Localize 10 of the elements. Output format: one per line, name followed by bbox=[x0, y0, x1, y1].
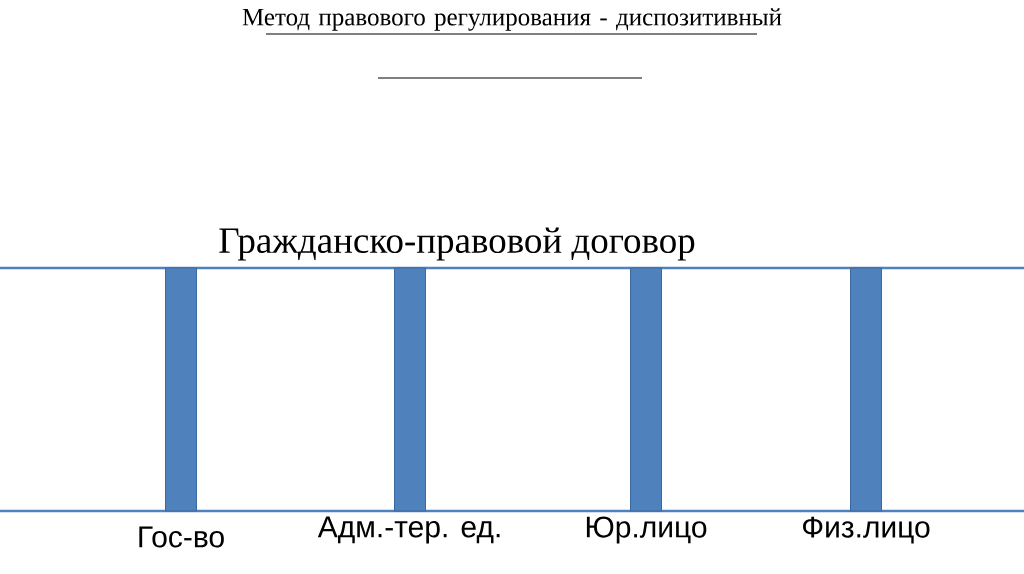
title: Метод правового регулирования - диспозитивный bbox=[242, 8, 782, 79]
bar bbox=[630, 267, 662, 512]
bar-label: Физ.лицо bbox=[803, 516, 930, 544]
heading: Гражданско-правовой договор bbox=[219, 227, 695, 261]
bar bbox=[165, 267, 197, 512]
bar-label: Гос-во bbox=[139, 526, 224, 548]
bar bbox=[394, 267, 426, 512]
bar bbox=[850, 267, 882, 512]
bar-label: Адм.-тер. ед. bbox=[317, 516, 500, 544]
bar-label: Юр.лицо bbox=[586, 516, 707, 544]
